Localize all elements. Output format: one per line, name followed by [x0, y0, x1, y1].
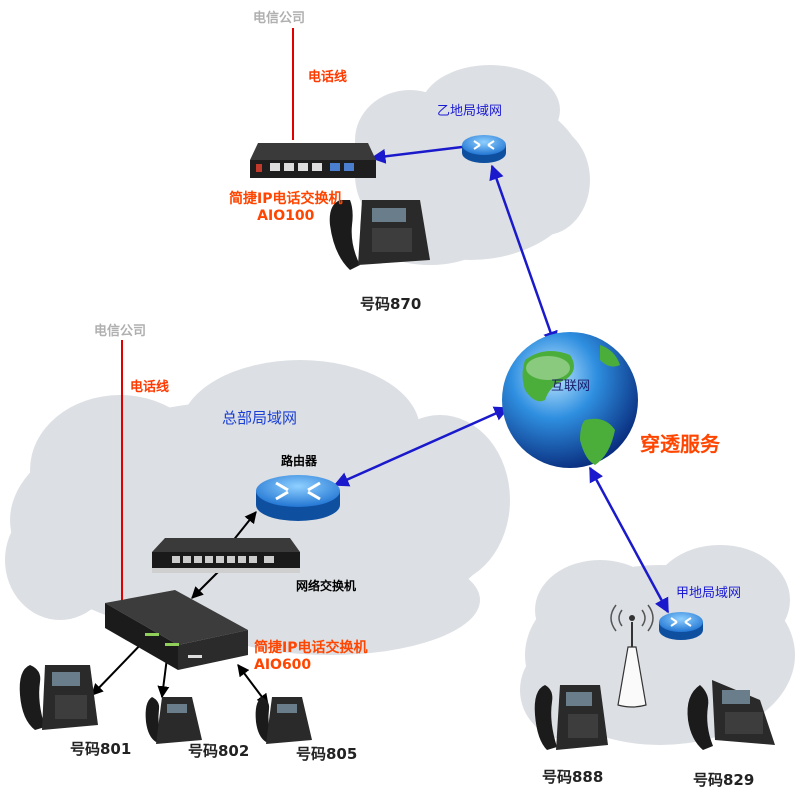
- link-internet-to-branch-router: [588, 466, 670, 614]
- link-internet-to-top-router: [489, 164, 558, 347]
- link-pbx-to-phone-801: [91, 639, 146, 696]
- phone-805-label: 号码805: [296, 745, 358, 763]
- network-switch-icon: [152, 538, 300, 573]
- hq-pbx-model: AIO600: [254, 657, 312, 673]
- hq-phone-line-label: 电话线: [130, 380, 170, 395]
- phone-801-label: 号码801: [70, 740, 132, 758]
- link-switch-to-router: [231, 511, 257, 543]
- phone-829-icon: [687, 680, 775, 750]
- hq-lan-label: 总部局域网: [222, 409, 298, 427]
- link-internet-to-hq-router: [333, 406, 510, 487]
- phone-870-icon: [329, 200, 430, 270]
- top-pbx-label: 简捷IP电话交换机 AIO100: [229, 191, 342, 225]
- branch-router-icon: [659, 612, 703, 640]
- hq-pbx-name: 简捷IP电话交换机: [254, 640, 368, 656]
- branch-lan-label: 甲地局域网: [676, 586, 742, 601]
- phone-888-label: 号码888: [542, 768, 604, 786]
- phone-829-label: 号码829: [693, 771, 755, 789]
- link-switch-to-pbx: [191, 571, 219, 599]
- top-pbx-name: 简捷IP电话交换机: [229, 191, 343, 207]
- hq-pbx-device-icon: [105, 590, 248, 670]
- hq-router-icon: [256, 475, 340, 521]
- switch-label: 网络交换机: [296, 579, 357, 593]
- phone-802-icon: [145, 697, 202, 744]
- penetration-service-label: 穿透服务: [640, 432, 720, 456]
- wireless-access-point-icon: [610, 604, 654, 708]
- top-telecom-label: 电信公司: [253, 11, 306, 26]
- phone-801-icon: [19, 665, 98, 730]
- phone-802-label: 号码802: [188, 742, 250, 760]
- router-label: 路由器: [281, 454, 318, 468]
- top-pbx-model: AIO100: [257, 208, 315, 224]
- top-router-icon: [462, 135, 506, 163]
- phone-805-icon: [255, 697, 312, 744]
- phone-870-label: 号码870: [360, 295, 422, 313]
- internet-globe-icon: [502, 332, 638, 468]
- hq-telecom-label: 电信公司: [94, 324, 147, 339]
- link-top-router-to-pbx: [370, 145, 463, 164]
- internet-label: 互联网: [551, 379, 591, 394]
- hq-pbx-label: 简捷IP电话交换机 AIO600: [254, 640, 367, 674]
- phone-888-icon: [534, 685, 608, 750]
- top-phone-line-label: 电话线: [308, 70, 348, 85]
- top-pbx-device-icon: [250, 143, 376, 178]
- top-lan-label: 乙地局域网: [437, 104, 503, 119]
